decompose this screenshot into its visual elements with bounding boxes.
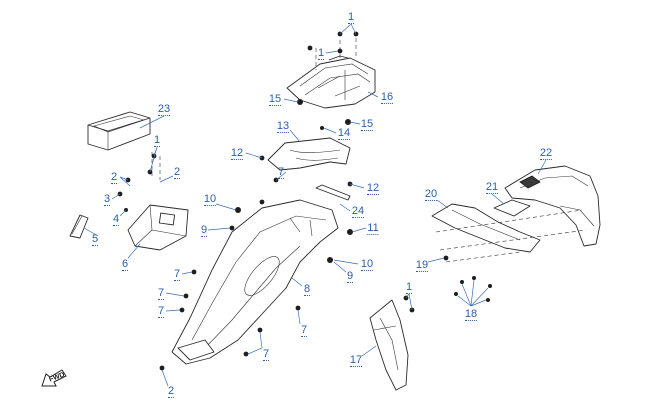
- callout-c14[interactable]: 14: [337, 127, 351, 140]
- callout-c18[interactable]: 18: [464, 308, 478, 321]
- callout-c7b[interactable]: 7: [173, 268, 181, 281]
- forward-arrow-icon: [41, 369, 67, 387]
- leader-lines: [83, 23, 547, 387]
- callout-c12b[interactable]: 12: [366, 182, 380, 195]
- part-13-rear-cover: [267, 137, 351, 171]
- part-5-clip: [69, 214, 89, 239]
- callout-c17[interactable]: 17: [349, 354, 363, 367]
- callout-c7e[interactable]: 7: [300, 324, 308, 337]
- callout-c11[interactable]: 11: [367, 222, 380, 235]
- callout-c22[interactable]: 22: [539, 147, 553, 160]
- callout-c3[interactable]: 3: [103, 193, 111, 206]
- callout-c1b[interactable]: 1: [317, 47, 325, 60]
- callout-c15b[interactable]: 15: [360, 118, 374, 131]
- callout-c2a[interactable]: 2: [110, 171, 118, 184]
- callout-c1d[interactable]: 1: [405, 281, 413, 294]
- callout-c12a[interactable]: 12: [230, 147, 244, 160]
- part-17-splash-guard: [369, 299, 409, 391]
- callout-c9b[interactable]: 9: [346, 270, 354, 283]
- callout-c21[interactable]: 21: [485, 181, 499, 194]
- callout-c7f[interactable]: 7: [262, 348, 270, 361]
- callout-c7a[interactable]: 7: [277, 166, 285, 179]
- part-24-handle: [315, 184, 351, 201]
- part-22-rear-tail-cover: [504, 165, 601, 247]
- callout-c23[interactable]: 23: [157, 103, 171, 116]
- callout-c5[interactable]: 5: [91, 233, 99, 246]
- callout-c2b[interactable]: 2: [173, 166, 181, 179]
- part-8-rear-fender: [171, 199, 339, 365]
- callout-c15a[interactable]: 15: [268, 93, 282, 106]
- callout-c1a[interactable]: 1: [347, 11, 355, 24]
- callout-c19[interactable]: 19: [415, 259, 429, 272]
- callout-c1c[interactable]: 1: [153, 134, 161, 147]
- callout-c7c[interactable]: 7: [157, 287, 165, 300]
- callout-c7d[interactable]: 7: [157, 305, 165, 318]
- part-6-bracket: [127, 204, 189, 251]
- callout-c2c[interactable]: 2: [167, 385, 175, 398]
- callout-c10a[interactable]: 10: [203, 193, 217, 206]
- part-21-license-plate-holder: [493, 199, 531, 217]
- callout-c6[interactable]: 6: [121, 258, 129, 271]
- callout-c24[interactable]: 24: [351, 205, 365, 218]
- callout-c20[interactable]: 20: [424, 188, 438, 201]
- callout-c4[interactable]: 4: [112, 213, 120, 226]
- callout-c13[interactable]: 13: [276, 120, 290, 133]
- callout-c8[interactable]: 8: [303, 283, 311, 296]
- part-20-rear-mudguard-bracket: [431, 203, 541, 253]
- part-16-luggage-rack: [286, 55, 376, 109]
- callout-c10b[interactable]: 10: [360, 258, 374, 271]
- part-23-storage-tray: [87, 111, 151, 151]
- callout-c9a[interactable]: 9: [200, 224, 208, 237]
- callout-c16[interactable]: 16: [380, 91, 394, 104]
